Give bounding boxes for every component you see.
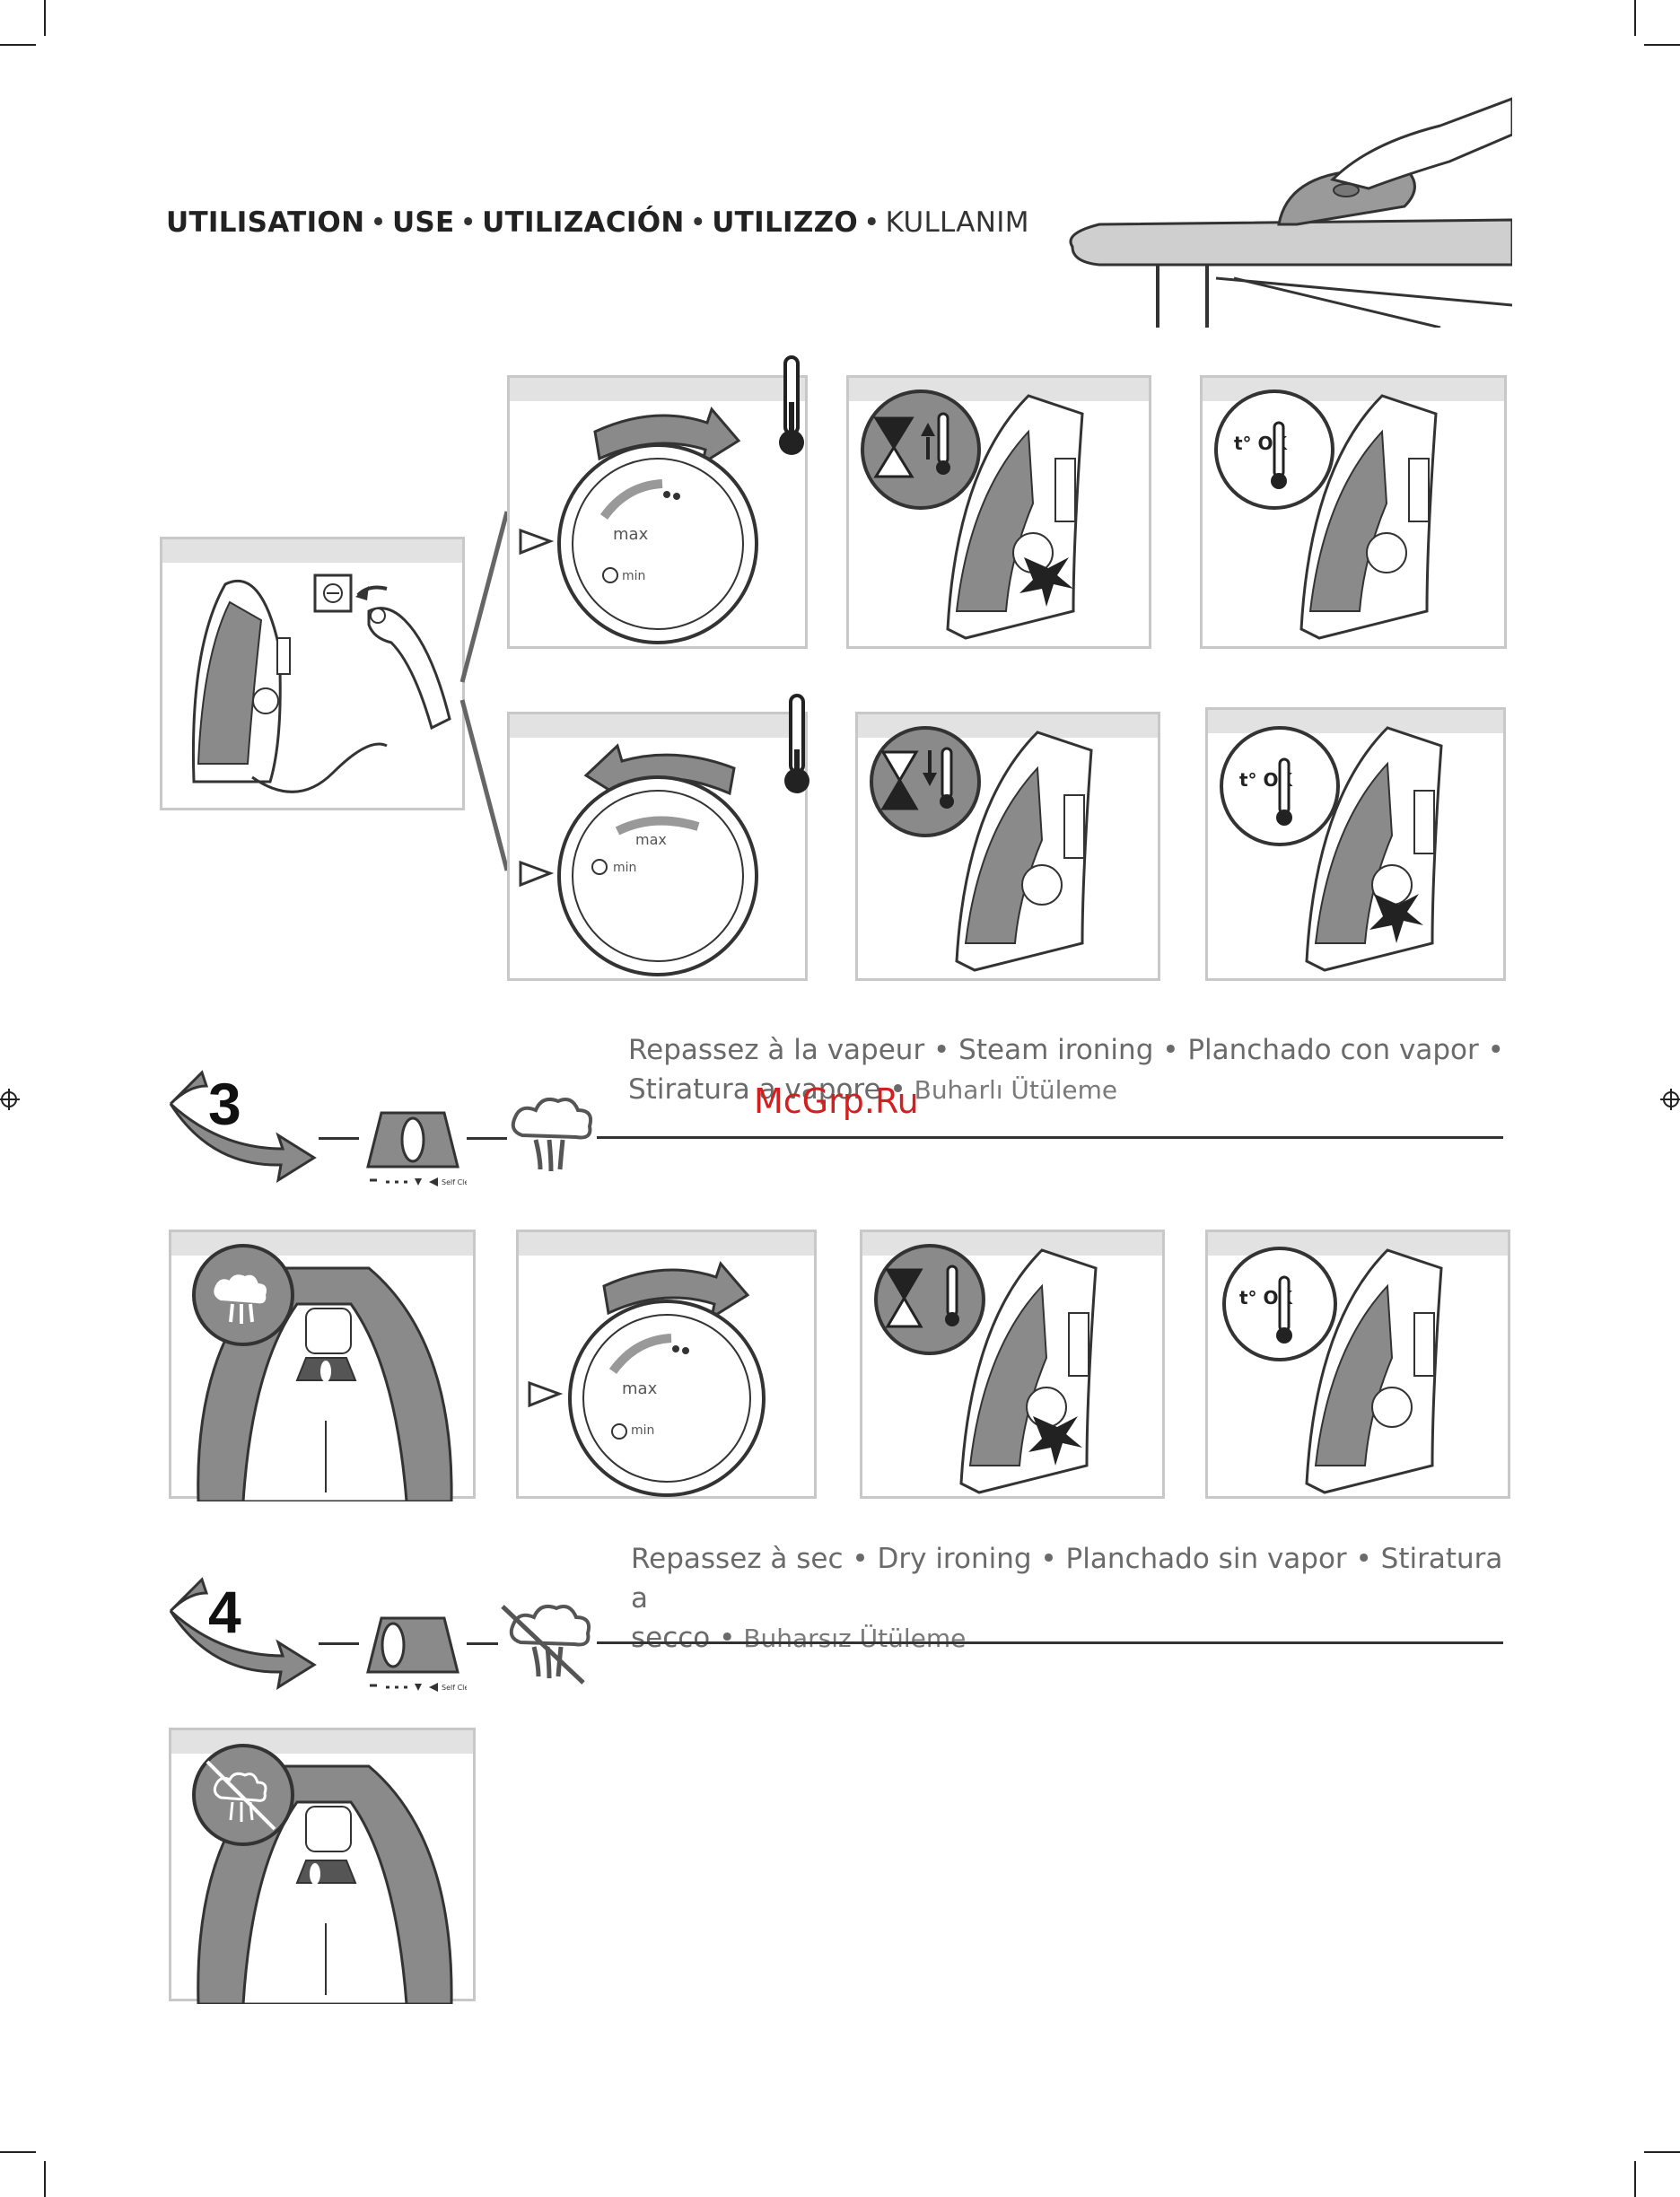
crop-mark-bottom-left [0, 2151, 46, 2197]
panel-iron-heating [860, 1230, 1165, 1499]
dial-max-label: max [622, 1379, 658, 1398]
steam-selector-icon: Self Clean [366, 1111, 467, 1186]
steam-cloud-icon [511, 1098, 593, 1172]
step4-title-light: Buharsız Ütüleme [735, 1624, 967, 1653]
step4-title-line2: secco • Buharsız Ütüleme [631, 1618, 1528, 1659]
dial-min-label: min [622, 569, 645, 583]
step4-title-main: secco • [631, 1622, 736, 1654]
connector-lines [459, 511, 510, 871]
panel-iron-heating [846, 375, 1151, 649]
header-separator: • [863, 206, 880, 239]
panel-dial-steam: max min [516, 1230, 817, 1499]
panel-iron-ready: t° OK [1205, 707, 1506, 981]
step3-connector [467, 1137, 507, 1140]
crop-mark-top-right [1634, 0, 1680, 46]
step4-title-line1: Repassez à sec • Dry ironing • Planchado… [631, 1543, 1503, 1615]
step3-connector [319, 1137, 359, 1140]
step3-rule [597, 1136, 1503, 1139]
header-separator: • [370, 206, 387, 239]
no-steam-icon [501, 1605, 591, 1685]
step4-arrow-icon [169, 1577, 317, 1691]
step3-title-main: Stiratura a vapore • [628, 1073, 906, 1106]
selector-label: Self Clean [442, 1178, 467, 1186]
header-item: KULLANIM [885, 206, 1029, 239]
step3-title-light: Buharlı Ütüleme [906, 1075, 1118, 1105]
panel-iron-cooling [855, 712, 1160, 981]
dial-min-label: min [613, 861, 636, 875]
panel-steam-selector-closeup [169, 1230, 476, 1501]
crop-mark-top-left [0, 0, 46, 46]
step4-title: Repassez à sec • Dry ironing • Planchado… [631, 1539, 1528, 1659]
panel-dial-increase: max min [507, 375, 808, 649]
section-header: UTILISATION•USE•UTILIZACIÓN•UTILIZZO•KUL… [166, 206, 1029, 239]
step4-rule [597, 1641, 1503, 1644]
step3-title-line1: Repassez à la vapeur • Steam ironing • P… [628, 1034, 1504, 1066]
thermometer-icon [784, 694, 809, 793]
header-separator: • [689, 206, 707, 239]
header-item: USE [391, 206, 455, 239]
header-item: UTILIZZO [712, 206, 859, 239]
dry-selector-icon: Self Clean [366, 1616, 467, 1692]
panel-iron-ready: t° OK [1205, 1230, 1510, 1499]
step3-title-line2: Stiratura a vapore • Buharlı Ütüleme [628, 1070, 1526, 1110]
step3-arrow-icon [169, 1070, 317, 1184]
panel-dial-decrease: min max [507, 712, 808, 981]
registration-mark-left [0, 1089, 20, 1110]
crop-mark-bottom-right [1634, 2151, 1680, 2197]
panel-dry-selector-closeup [169, 1728, 476, 2004]
dial-min-label: min [631, 1423, 654, 1438]
panel-plug-in [160, 537, 465, 810]
header-item: UTILIZACIÓN [482, 206, 685, 239]
step3-number: 3 [208, 1071, 241, 1137]
header-separator: • [459, 206, 477, 239]
header-item: UTILISATION [166, 206, 365, 239]
watermark: McGrp.Ru [754, 1081, 919, 1121]
panel-iron-ready: t° OK [1200, 375, 1507, 649]
step4-number: 4 [208, 1579, 241, 1645]
step4-connector [319, 1642, 359, 1645]
dial-max-label: max [613, 525, 649, 544]
dial-max-label: max [635, 831, 667, 848]
step3-title: Repassez à la vapeur • Steam ironing • P… [628, 1030, 1526, 1110]
thermometer-icon [779, 355, 804, 455]
selector-label: Self Clean [442, 1684, 467, 1692]
step4-connector [467, 1642, 498, 1645]
registration-mark-right [1660, 1089, 1680, 1110]
ironing-board-illustration [1069, 97, 1512, 328]
